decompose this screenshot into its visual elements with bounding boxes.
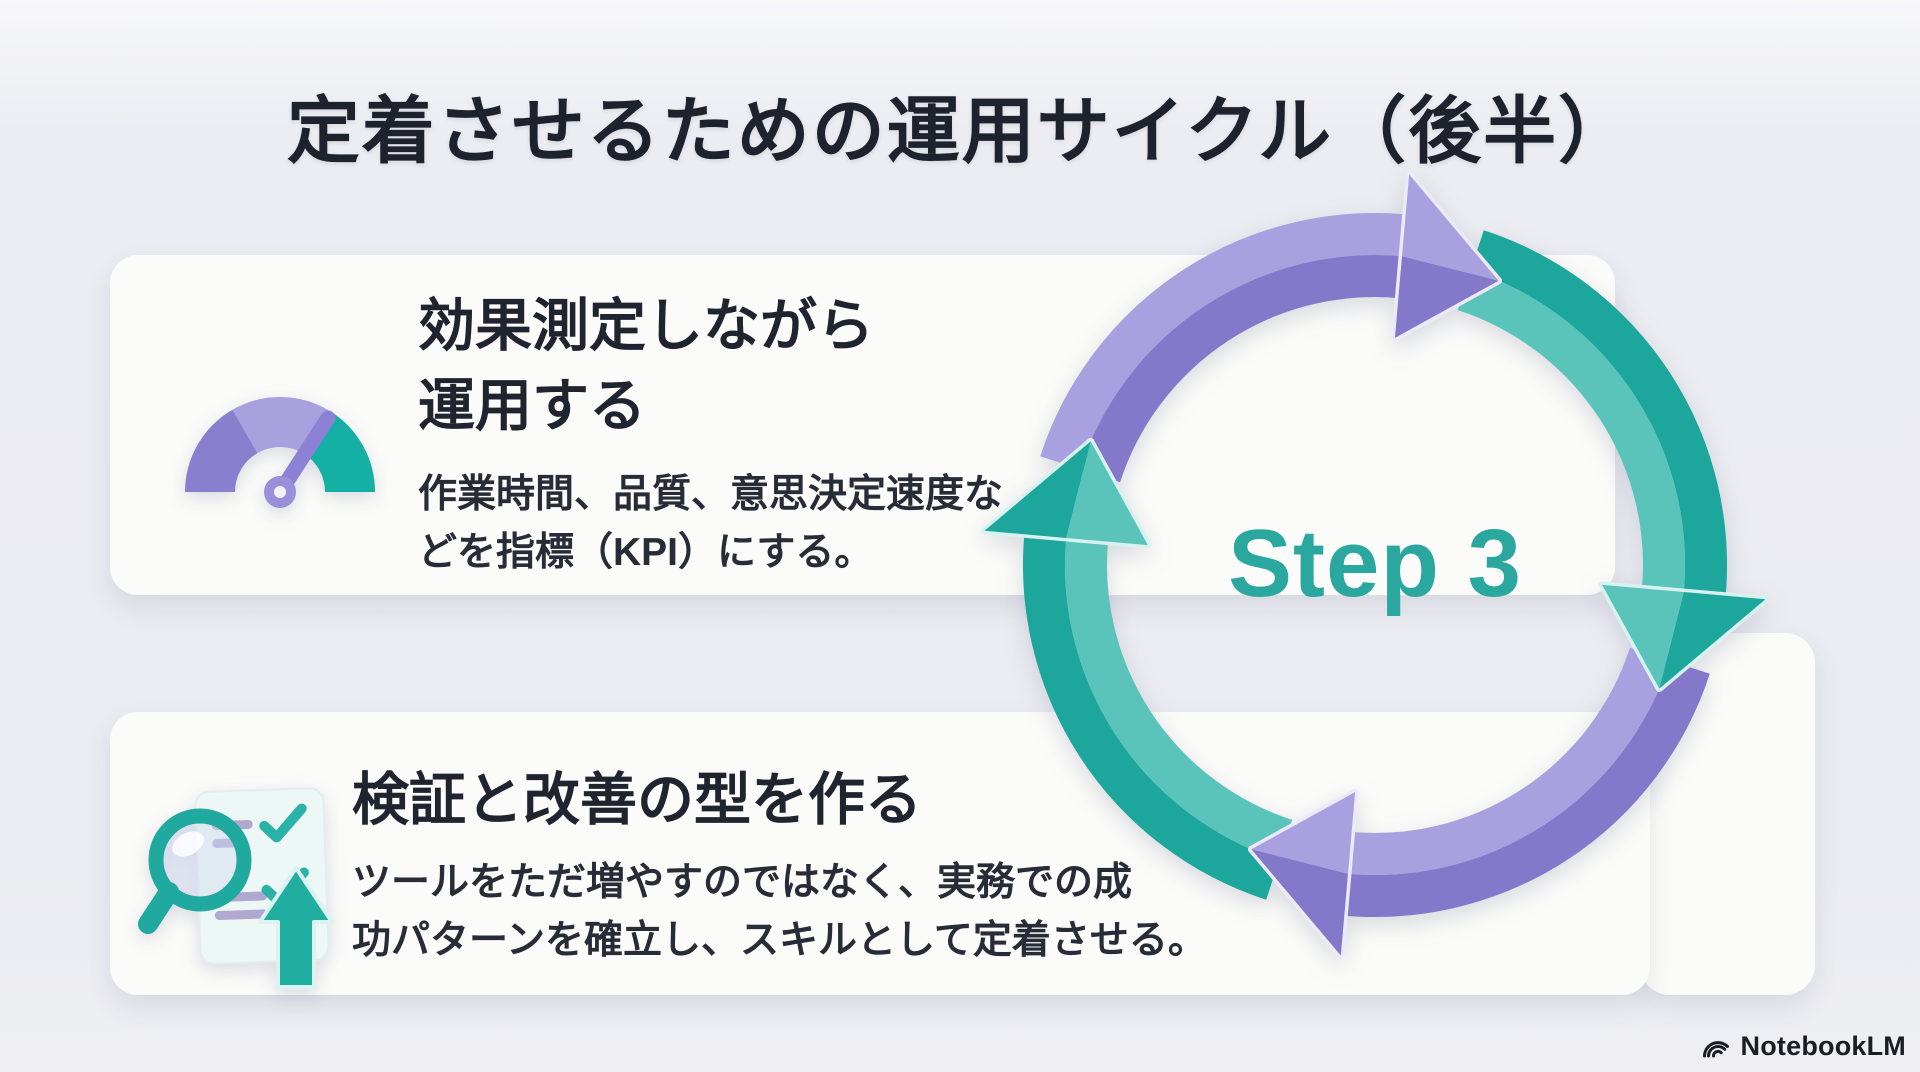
card-title-line: 検証と改善の型を作る <box>352 768 922 832</box>
brand-footer: NotebookLM <box>1702 1026 1908 1066</box>
step-label: Step 3 <box>1227 510 1523 617</box>
gauge-icon <box>185 397 376 508</box>
card-body-line: どを指標（KPI）にする。 <box>418 531 874 574</box>
page-title: 定着させるための運用サイクル（後半） <box>286 91 1634 172</box>
card-body-line: 功パターンを確立し、スキルとして定着させる。 <box>352 919 1207 962</box>
card-measure-text: 効果測定しながら 運用する 作業時間、品質、意思決定速度な どを指標（KPI）に… <box>418 286 1003 582</box>
card-verify-text: 検証と改善の型を作る ツールをただ増やすのではなく、実務での成 功パターンを確立… <box>352 760 1207 970</box>
magnifier-checklist-icon <box>138 787 334 989</box>
card-title-line: 効果測定しながら <box>418 294 874 358</box>
cycle-diagram <box>960 150 1790 980</box>
card-body-line: 作業時間、品質、意思決定速度な <box>418 473 1004 516</box>
step-card-measure <box>110 255 1615 595</box>
card-title-line: 運用する <box>418 374 646 438</box>
card-body-line: ツールをただ増やすのではなく、実務での成 <box>352 861 1133 904</box>
brand-name: NotebookLM <box>1740 1030 1906 1061</box>
cycle-arrows-icon <box>981 171 1769 959</box>
notebooklm-logo-icon <box>1702 1041 1729 1058</box>
